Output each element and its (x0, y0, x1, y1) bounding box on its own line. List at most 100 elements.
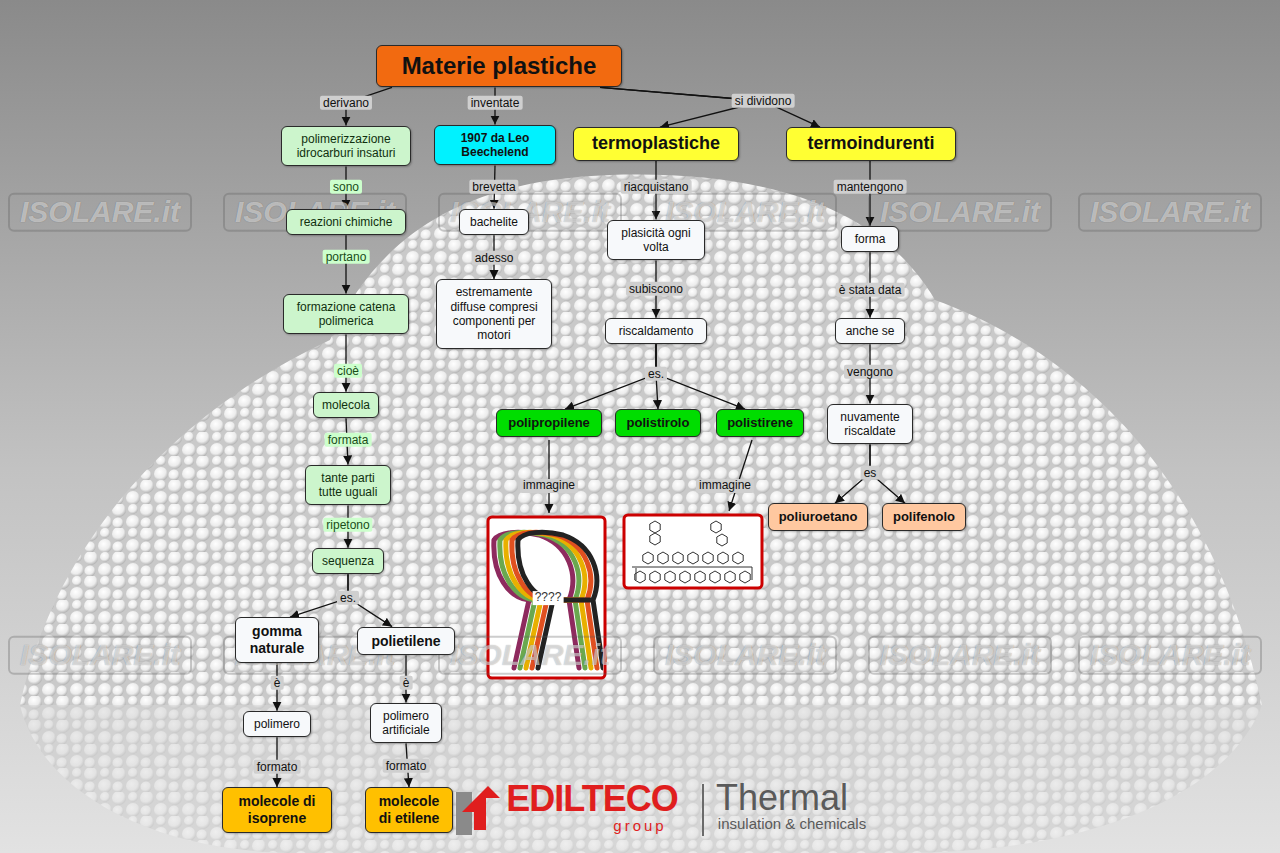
molecule-picture (632, 521, 752, 583)
logo-divider (702, 784, 704, 836)
node-text: polifenolo (889, 509, 959, 525)
concept-box: bachelite (459, 209, 529, 235)
logo-name: EDILTECO (506, 778, 677, 819)
node-text: 1907 da Leo Beechelend (441, 131, 549, 160)
logo-mark (456, 786, 500, 835)
node-text: forma (848, 232, 892, 246)
concept-box: polipropilene (496, 409, 602, 437)
node-text: formazione catena polimerica (290, 300, 402, 329)
concept-box: plasicità ogni volta (607, 220, 705, 261)
concept-box: polistirene (716, 409, 804, 437)
edge-label: adesso (472, 251, 517, 265)
edge-label: inventate (468, 96, 523, 110)
connector (345, 235, 346, 293)
edge-label: es. (337, 591, 359, 605)
watermark: ISOLARE.it (8, 636, 192, 675)
bead-reflection (20, 705, 1262, 853)
edge-label: formato (383, 759, 430, 773)
edge-label: formato (254, 760, 301, 774)
concept-box: sequenza (312, 548, 384, 574)
concept-box: 1907 da Leo Beechelend (434, 125, 556, 166)
concept-box: nuvamente riscaldate (827, 404, 913, 445)
node-text: estremamente diffuse compresi componenti… (443, 285, 545, 343)
node-text: sequenza (319, 554, 377, 568)
connector (565, 344, 656, 409)
node-text: nuvamente riscaldate (834, 410, 906, 439)
node-text: anche se (842, 324, 898, 338)
edge-label: è (271, 676, 284, 690)
connector (656, 344, 745, 409)
watermark: ISOLARE.it (8, 193, 192, 232)
node-text: plasicità ogni volta (614, 226, 698, 255)
edge-label: è (400, 676, 413, 690)
edge-label: cioè (334, 364, 362, 378)
node-text: termoindurenti (793, 133, 949, 155)
node-text: tante parti tutte uguali (312, 471, 384, 500)
node-text: Materie plastiche (387, 52, 611, 81)
node-text: polistirene (723, 415, 797, 431)
watermark: ISOLARE.it (868, 193, 1052, 232)
connector (600, 87, 820, 127)
concept-box: polifenolo (882, 503, 966, 531)
concept-box: anche se (835, 318, 905, 344)
node-text: polipropilene (503, 415, 595, 431)
edge-label: formata (325, 433, 372, 447)
watermark: ISOLARE.it (1078, 636, 1262, 675)
concept-box: gomma naturale (235, 617, 319, 663)
concept-box: polietilene (357, 627, 455, 656)
concept-box: molecola (313, 392, 379, 418)
logo-product: Thermal (716, 777, 848, 818)
concept-box: termoplastiche (573, 127, 739, 161)
node-text: polimero artificiale (377, 709, 435, 738)
node-text: polimerizzazione idrocarburi insaturi (288, 132, 404, 161)
logo-subtitle: group (613, 817, 666, 834)
concept-box: formazione catena polimerica (283, 294, 409, 335)
image-frame (624, 515, 762, 588)
node-text: polimero (250, 717, 304, 731)
concept-box: polimero artificiale (370, 703, 442, 744)
watermark: ISOLARE.it (1078, 193, 1262, 232)
concept-box: Materie plastiche (376, 45, 622, 88)
concept-box: polistirolo (615, 409, 701, 437)
concept-box: riscaldamento (605, 318, 707, 344)
edge-label: derivano (320, 96, 372, 110)
edge-label: riacquistano (621, 180, 692, 194)
bead-pile (20, 175, 1262, 705)
concept-box: termoindurenti (786, 127, 956, 161)
node-text: termoplastiche (580, 133, 732, 155)
edge-label: es. (645, 367, 667, 381)
node-text: poliuroetano (775, 509, 861, 525)
concept-box: tante parti tutte uguali (305, 465, 391, 506)
watermark: ISOLARE.it (653, 636, 837, 675)
image-label: immagine (520, 479, 578, 493)
watermark: ISOLARE.it (868, 636, 1052, 675)
edge-label: si dividono (732, 94, 795, 108)
edge-label: ripetono (323, 518, 372, 532)
concept-box: forma (841, 226, 899, 252)
image-leader (548, 440, 549, 513)
edge-label: portano (323, 250, 370, 264)
logo-tagline: insulation & chemicals (718, 815, 866, 832)
node-text: bachelite (466, 215, 522, 229)
edge-label: brevetta (469, 180, 518, 194)
concept-box: poliuroetano (768, 503, 868, 531)
edge-label: sono (330, 180, 362, 194)
node-text: molecola (320, 398, 372, 412)
edge-label: è stata data (836, 283, 905, 297)
image-label: immagine (696, 479, 754, 493)
edge-label: vengono (844, 365, 896, 379)
concept-box: estremamente diffuse compresi componenti… (436, 279, 552, 349)
node-text: riscaldamento (612, 324, 700, 338)
concept-box: polimero (243, 711, 311, 737)
image-leader (729, 440, 752, 511)
concept-box: reazioni chimiche (286, 209, 406, 235)
node-text: gomma naturale (242, 623, 312, 657)
node-text: polietilene (364, 633, 448, 650)
concept-box: molecole di etilene (365, 787, 453, 833)
edge-label: subiscono (626, 282, 686, 296)
watermark: ISOLARE.it (438, 636, 622, 675)
node-text: molecole di etilene (372, 793, 446, 827)
image-text: ???? (533, 591, 564, 605)
